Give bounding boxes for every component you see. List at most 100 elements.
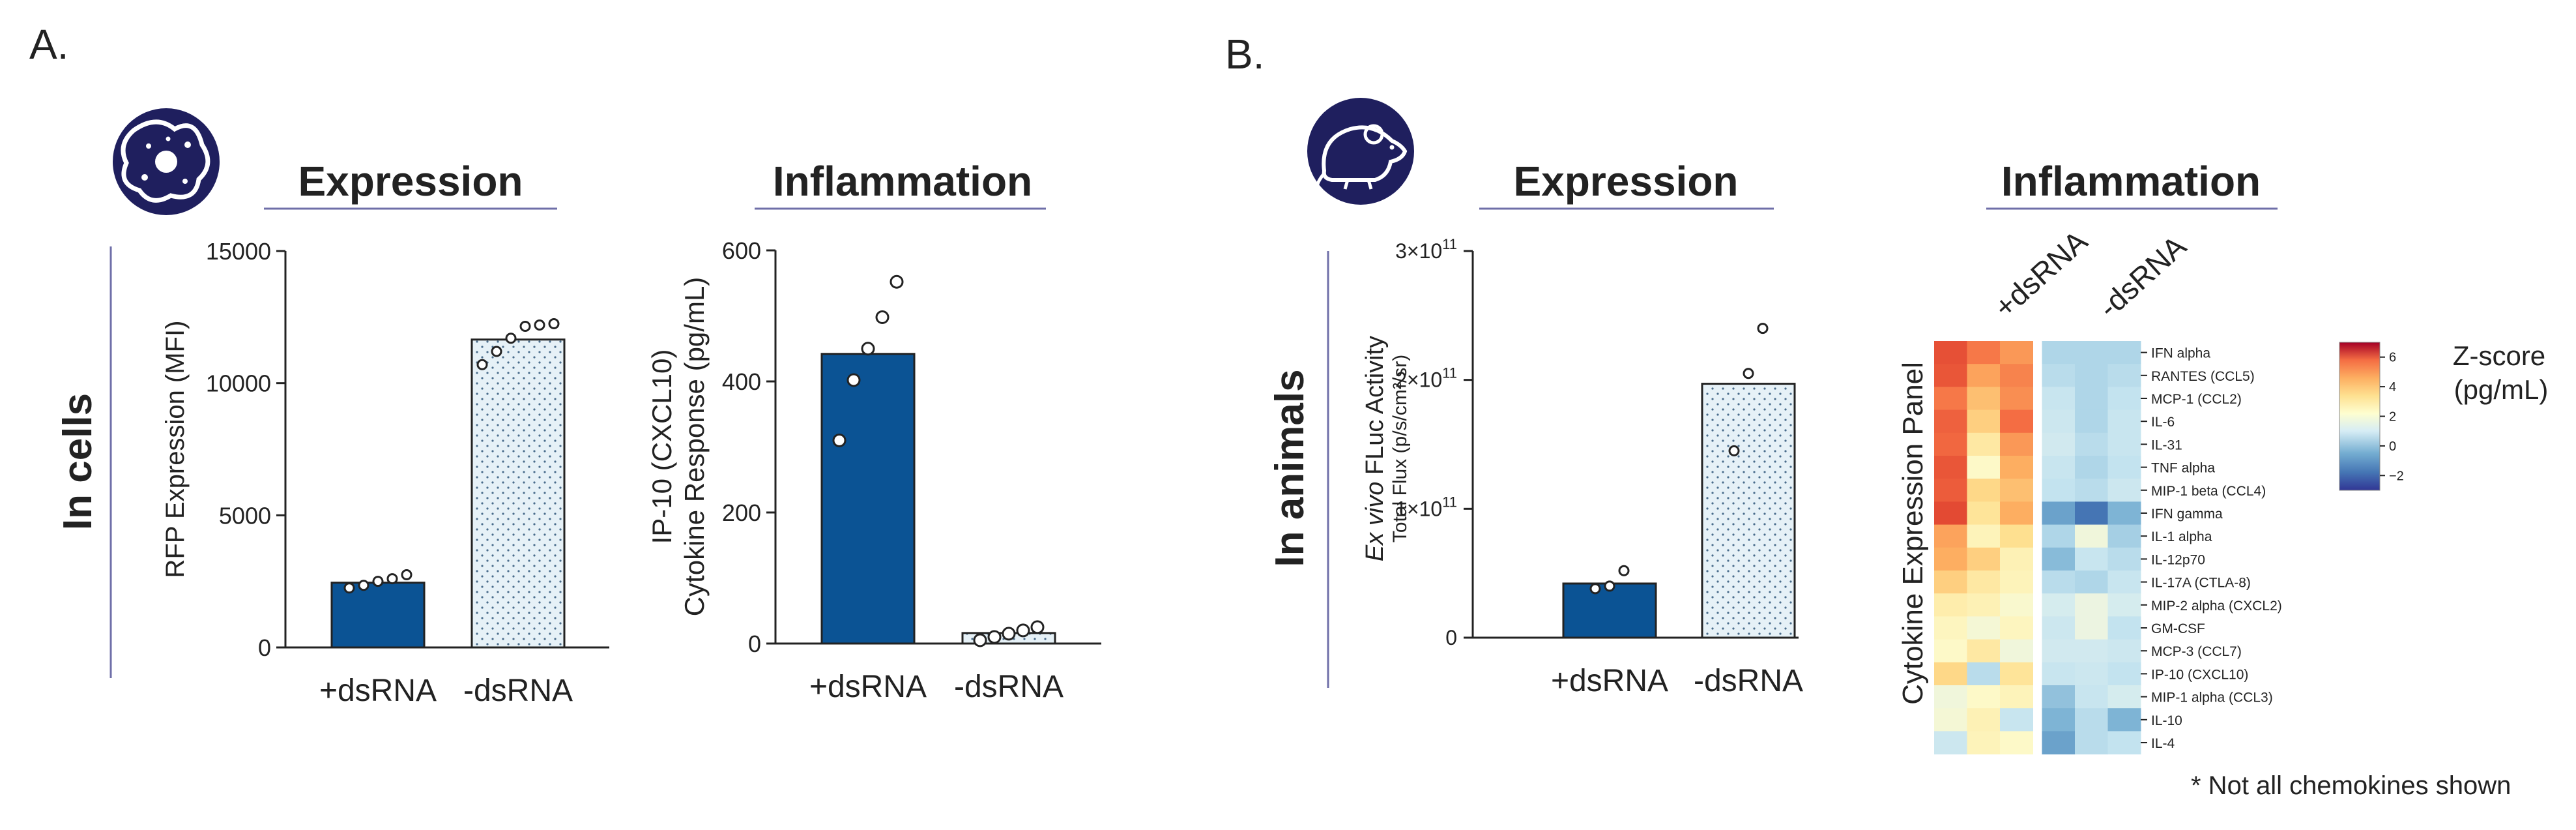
heatmap-cell bbox=[1934, 364, 1967, 387]
heatmap-cell bbox=[2075, 501, 2108, 526]
heatmap-cell bbox=[2000, 708, 2033, 732]
colorbar-tick-label: 0 bbox=[2389, 439, 2396, 454]
b-inflammation-title: Inflammation bbox=[2001, 158, 2261, 205]
heatmap-cell bbox=[1967, 593, 2001, 617]
heatmap-cell bbox=[1967, 685, 2001, 709]
a-expr-point bbox=[534, 319, 545, 331]
heatmap-row-label: IP-10 (CXCL10) bbox=[2151, 667, 2248, 682]
heatmap-cell bbox=[2000, 501, 2033, 526]
heatmap-cell bbox=[2042, 708, 2076, 732]
heatmap-col-label: -dsRNA bbox=[2092, 229, 2193, 325]
heatmap-cell bbox=[2042, 571, 2076, 594]
heatmap-cell bbox=[1934, 639, 1967, 663]
heatmap-row-label: RANTES (CCL5) bbox=[2151, 369, 2255, 384]
heatmap-cell bbox=[2075, 662, 2108, 686]
a-infl-point bbox=[987, 630, 1002, 644]
heatmap-row-label: MIP-1 beta (CCL4) bbox=[2151, 484, 2266, 499]
heatmap-cell bbox=[1934, 708, 1967, 732]
heatmap-cell bbox=[1934, 571, 1967, 594]
a-infl-point bbox=[1016, 623, 1030, 638]
b-expr-point bbox=[1728, 445, 1740, 456]
heatmap-cell bbox=[2000, 387, 2033, 411]
a-infl-ylabel-2: Cytokine Response (pg/mL) bbox=[679, 277, 710, 617]
heatmap-cell bbox=[2107, 685, 2141, 709]
heatmap-row-label: IFN gamma bbox=[2151, 507, 2223, 522]
cell-icon bbox=[113, 108, 220, 215]
heatmap-cell bbox=[1967, 524, 2001, 548]
colorbar-tick-label: 2 bbox=[2389, 410, 2396, 424]
heatmap-row-label: IL-1 alpha bbox=[2151, 529, 2212, 544]
a-expr-ytick-label: 15000 bbox=[206, 238, 271, 265]
heatmap-row-label: MCP-3 (CCL7) bbox=[2151, 644, 2242, 659]
heatmap-cell bbox=[1934, 662, 1967, 686]
a-expr-point bbox=[358, 580, 369, 591]
a-infl-xtick-label: +dsRNA bbox=[809, 670, 927, 704]
a-expr-xtick-label: -dsRNA bbox=[463, 674, 573, 708]
a-expr-bar-minus-dsrna bbox=[470, 338, 566, 649]
heatmap-cell bbox=[1967, 387, 2001, 411]
a-infl-bar-plus-dsrna bbox=[820, 353, 916, 645]
heatmap-cell bbox=[2000, 593, 2033, 617]
heatmap-cell bbox=[1934, 432, 1967, 456]
heatmap-row-label: TNF alpha bbox=[2151, 461, 2215, 476]
a-expr-point bbox=[343, 582, 355, 594]
heatmap-cell bbox=[2107, 501, 2141, 526]
panel-label-b: B. bbox=[1225, 31, 1264, 78]
heatmap-cell bbox=[2107, 639, 2141, 663]
heatmap-cell bbox=[1934, 547, 1967, 571]
b-expr-point bbox=[1618, 565, 1630, 576]
heatmap-cell bbox=[2042, 432, 2076, 456]
heatmap-ylabel: Cytokine Expression Panel bbox=[1897, 362, 1929, 705]
b-expr-point bbox=[1757, 323, 1769, 334]
heatmap-cell bbox=[2075, 547, 2108, 571]
heatmap-cell bbox=[2042, 387, 2076, 411]
mouse-icon bbox=[1307, 98, 1414, 205]
heatmap-cell bbox=[1934, 685, 1967, 709]
heatmap-cell bbox=[2107, 409, 2141, 434]
heatmap-cell bbox=[2075, 593, 2108, 617]
b-expression-title: Expression bbox=[1513, 158, 1738, 205]
heatmap-cell bbox=[2000, 547, 2033, 571]
heatmap-cell bbox=[2075, 524, 2108, 548]
heatmap-cell bbox=[2042, 616, 2076, 640]
heatmap-cell bbox=[2107, 341, 2141, 364]
a-expr-ytick-label: 0 bbox=[258, 634, 271, 661]
heatmap-cell bbox=[1934, 456, 1967, 479]
heatmap-cell bbox=[1967, 341, 2001, 364]
colorbar-title-1: Z-score bbox=[2453, 340, 2545, 371]
heatmap-cell bbox=[2107, 524, 2141, 548]
heatmap-row-label: IL-12p70 bbox=[2151, 552, 2205, 567]
heatmap-cell bbox=[2075, 479, 2108, 502]
a-infl-point bbox=[875, 310, 890, 325]
heatmap-cell bbox=[2000, 364, 2033, 387]
heatmap-cell bbox=[2042, 501, 2076, 526]
a-infl-point bbox=[832, 433, 847, 447]
heatmap-row-label: IL-31 bbox=[2151, 437, 2182, 452]
heatmap-cell bbox=[1967, 501, 2001, 526]
b-expr-point bbox=[1604, 580, 1615, 592]
heatmap-cell bbox=[2000, 731, 2033, 755]
heatmap-cell bbox=[2000, 456, 2033, 479]
heatmap-row-label: MIP-1 alpha (CCL3) bbox=[2151, 690, 2273, 705]
a-infl-point bbox=[973, 633, 987, 647]
a-infl-ytick-label: 200 bbox=[722, 499, 761, 526]
a-expr-bar-plus-dsrna bbox=[330, 582, 426, 649]
heatmap-cell bbox=[2042, 662, 2076, 686]
heatmap-cell bbox=[2107, 731, 2141, 755]
heatmap-cell bbox=[2107, 364, 2141, 387]
a-expr-ylabel: RFP Expression (MFI) bbox=[161, 321, 190, 578]
heatmap-cell bbox=[2075, 409, 2108, 434]
heatmap-cell bbox=[2075, 685, 2108, 709]
heatmap-cell bbox=[1967, 616, 2001, 640]
b-expr-xtick-label: +dsRNA bbox=[1551, 664, 1668, 698]
b-expr-ylabel-1: Ex vivo FLuc Activity bbox=[1361, 336, 1389, 561]
heatmap-cell bbox=[1934, 387, 1967, 411]
row-label-in-animals: In animals bbox=[1267, 369, 1312, 567]
row-label-in-cells: In cells bbox=[55, 393, 100, 530]
heatmap-cell bbox=[2075, 364, 2108, 387]
a-infl-ytick-label: 600 bbox=[722, 237, 761, 264]
a-expr-ytick-label: 10000 bbox=[206, 370, 271, 397]
heatmap-row-label: IFN alpha bbox=[2151, 346, 2210, 361]
